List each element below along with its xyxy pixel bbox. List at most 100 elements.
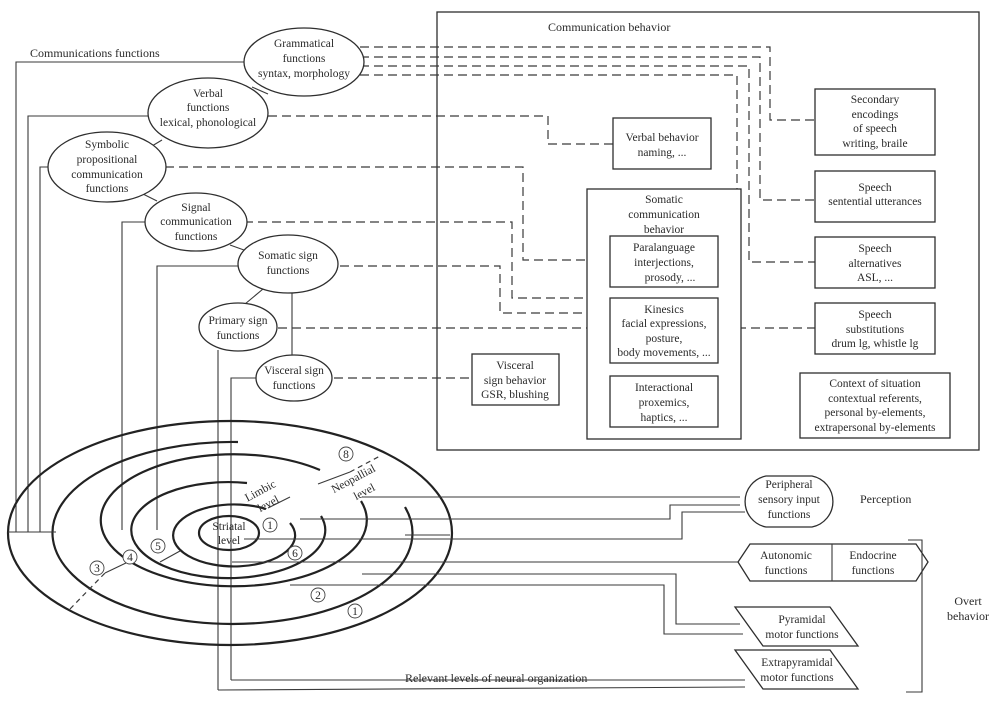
communication-behavior-title: Communication behavior — [548, 20, 670, 34]
node-text: functions — [283, 53, 326, 65]
marker-4: 4 — [122, 549, 138, 565]
marker-3: 3 — [89, 560, 105, 576]
symbolic-propositional-node[interactable]: Symbolic propositional communication fun… — [47, 131, 167, 203]
dashed-link — [244, 221, 587, 299]
node-text: Signal — [181, 202, 210, 214]
kinesics-box[interactable]: Kinesics facial expressions, posture, bo… — [609, 297, 719, 364]
box-text: Interactional — [635, 382, 693, 394]
connector-line — [15, 61, 244, 532]
node-text: Symbolic — [85, 139, 129, 151]
box-text: of speech — [853, 123, 897, 135]
box-text: haptics, ... — [641, 412, 688, 424]
node-text: lexical, phonological — [160, 117, 256, 129]
radial-line — [317, 471, 351, 485]
node-text: functions — [175, 231, 218, 243]
visceral-sign-functions-node[interactable]: Visceral sign functions — [255, 354, 333, 402]
box-text: personal by-elements, — [825, 407, 926, 419]
connector-line — [39, 166, 48, 532]
node-text: Peripheral — [765, 479, 812, 491]
connector-line — [244, 288, 264, 305]
overt-behavior-label: behavior — [947, 609, 989, 623]
autonomic-text: functions — [765, 565, 808, 577]
secondary-encodings-box[interactable]: Secondary encodings of speech writing, b… — [814, 88, 936, 156]
svg-text:2: 2 — [315, 590, 321, 602]
ring-striatal — [197, 514, 261, 552]
context-of-situation-box[interactable]: Context of situation contextual referent… — [799, 372, 951, 439]
svg-text:6: 6 — [292, 548, 298, 560]
connector-line — [142, 193, 158, 202]
extrapyramidal-motor-node[interactable]: Extrapyramidal motor functions — [733, 649, 860, 690]
node-text: syntax, morphology — [258, 68, 350, 80]
output-line — [300, 504, 740, 520]
overt-behavior-label: Overt — [954, 594, 982, 608]
box-text: drum lg, whistle lg — [832, 338, 919, 350]
node-text: communication — [160, 216, 232, 228]
node-text: motor functions — [760, 672, 834, 684]
box-text: Speech — [858, 243, 891, 255]
speech-sentential-box[interactable]: Speech sentential utterances — [814, 170, 936, 223]
peripheral-sensory-input-node[interactable]: Peripheral sensory input functions — [744, 475, 834, 528]
paralanguage-box[interactable]: Paralanguage interjections, prosody, ... — [609, 235, 719, 288]
dashed-link — [360, 74, 815, 329]
somatic-sign-functions-node[interactable]: Somatic sign functions — [237, 234, 339, 294]
endocrine-text: functions — [852, 565, 895, 577]
node-text: functions — [187, 102, 230, 114]
communications-functions-label: Communications functions — [30, 46, 160, 60]
marker-5: 5 — [150, 538, 166, 554]
node-text: functions — [273, 380, 316, 392]
box-text: GSR, blushing — [481, 389, 549, 401]
speech-substitutions-box[interactable]: Speech substitutions drum lg, whistle lg — [814, 302, 936, 355]
striatal-level-label: level — [218, 535, 240, 547]
box-text: Speech — [858, 309, 891, 321]
node-text: Primary sign — [208, 315, 267, 327]
box-text: Verbal behavior — [625, 132, 698, 144]
autonomic-text: Autonomic — [760, 550, 812, 562]
dashed-link — [360, 46, 815, 121]
signal-communication-node[interactable]: Signal communication functions — [144, 192, 248, 252]
node-text: Somatic sign — [258, 250, 318, 262]
box-text: body movements, ... — [617, 347, 710, 359]
striatal-level-label: Striatal — [212, 521, 245, 533]
dashed-link — [360, 65, 815, 263]
visceral-sign-behavior-box[interactable]: Visceral sign behavior GSR, blushing — [471, 353, 560, 406]
box-text: interjections, — [634, 257, 694, 269]
verbal-behavior-box[interactable]: Verbal behavior naming, ... — [612, 117, 712, 170]
box-text: proxemics, — [639, 397, 690, 409]
node-text: Verbal — [193, 88, 223, 100]
box-text: behavior — [644, 224, 684, 236]
box-text: prosody, ... — [645, 272, 696, 284]
node-text: functions — [768, 509, 811, 521]
ring-outer — [6, 419, 454, 647]
node-text: Extrapyramidal — [761, 657, 833, 669]
box-text: sign behavior — [484, 375, 546, 387]
box-text: posture, — [646, 333, 683, 345]
connector-line — [251, 86, 269, 95]
communication-behavior-frame — [436, 11, 980, 451]
ring-limbic — [130, 481, 327, 580]
connector-line — [27, 115, 148, 532]
pyramidal-motor-node[interactable]: Pyramidal motor functions — [733, 606, 860, 647]
box-text: sentential utterances — [828, 196, 922, 208]
box-text: Context of situation — [829, 378, 921, 390]
svg-text:8: 8 — [343, 449, 349, 461]
radial-line — [159, 550, 181, 563]
box-text: facial expressions, — [622, 318, 707, 330]
grammatical-functions-node[interactable]: Grammatical functions syntax, morphology — [243, 27, 365, 97]
speech-alternatives-box[interactable]: Speech alternatives ASL, ... — [814, 236, 936, 289]
dashed-link — [165, 166, 587, 261]
autonomic-endocrine-node[interactable]: Autonomic functions Endocrine functions — [737, 543, 929, 582]
box-text: Speech — [858, 182, 891, 194]
box-text: Visceral — [496, 360, 534, 372]
node-text: functions — [217, 330, 260, 342]
verbal-functions-node[interactable]: Verbal functions lexical, phonological — [147, 77, 269, 149]
box-text: extrapersonal by-elements — [814, 422, 936, 434]
radial-line — [349, 455, 381, 473]
box-text: writing, braile — [842, 138, 907, 150]
connector-line — [230, 377, 257, 680]
interactional-box[interactable]: Interactional proxemics, haptics, ... — [609, 375, 719, 428]
box-text: contextual referents, — [828, 393, 922, 405]
dashed-link — [340, 265, 587, 314]
primary-sign-functions-node[interactable]: Primary sign functions — [198, 302, 278, 352]
box-text: Kinesics — [644, 304, 684, 316]
